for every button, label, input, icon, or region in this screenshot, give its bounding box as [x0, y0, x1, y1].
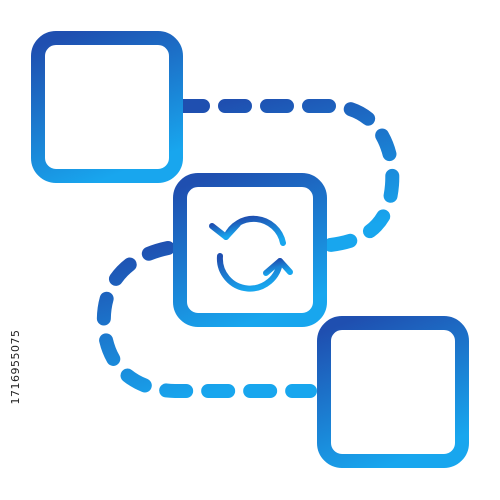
sync-arrowhead-bottom — [263, 258, 293, 276]
dashed-connector-bottom — [96, 241, 317, 398]
stock-id-label: 1716955075 — [9, 329, 22, 405]
sync-arrow-bottom — [216, 253, 283, 292]
top-left-square — [31, 31, 183, 183]
bottom-right-square — [317, 316, 469, 468]
center-sync-square — [173, 173, 327, 327]
sync-icon — [209, 215, 293, 292]
dashed-connector-top — [176, 99, 400, 252]
sync-arrowhead-top — [209, 221, 241, 240]
